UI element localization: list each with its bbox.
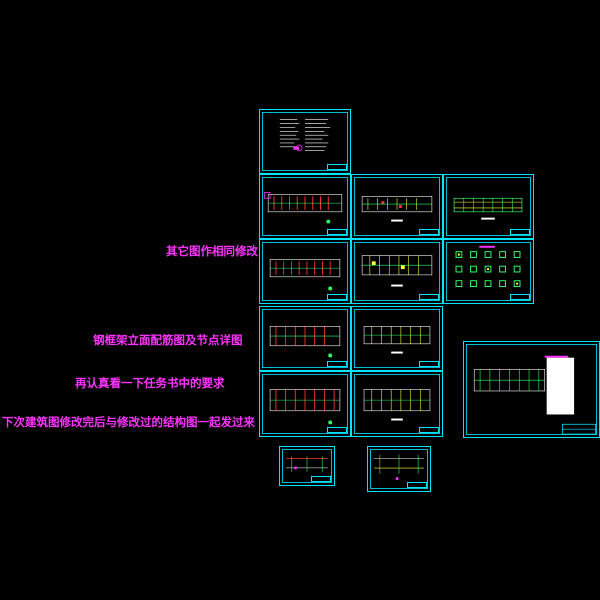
annotation-frame-elevation: 钢框架立面配筋图及节点详图	[93, 333, 243, 347]
sheet-plan-4[interactable]	[259, 239, 351, 304]
sheet-plan-3[interactable]	[443, 174, 534, 239]
sheet-plan-7[interactable]	[351, 306, 443, 371]
sheet-plan-9[interactable]	[351, 371, 443, 437]
notes-linework	[279, 119, 331, 152]
annotation-send-together: 下次建筑图修改完后与修改过的结构图一起发过来	[2, 415, 255, 429]
sheet-plan-2[interactable]	[351, 174, 443, 239]
sheet-section-1[interactable]	[279, 446, 335, 486]
sheet-plan-1[interactable]	[259, 174, 351, 239]
sheet-plan-8[interactable]	[259, 371, 351, 437]
annotation-check-brief: 再认真看一下任务书中的要求	[75, 376, 225, 390]
sheet-plan-5[interactable]	[351, 239, 443, 304]
sheet-plan-6[interactable]	[259, 306, 351, 371]
annotation-same-change: 其它图作相同修改	[166, 244, 258, 258]
title-block	[327, 164, 347, 170]
sheet-section-2[interactable]	[367, 446, 431, 492]
sheet-cover-notes[interactable]	[259, 109, 351, 174]
sheet-column-details[interactable]	[443, 239, 534, 304]
sheet-site-plan[interactable]	[463, 341, 600, 438]
